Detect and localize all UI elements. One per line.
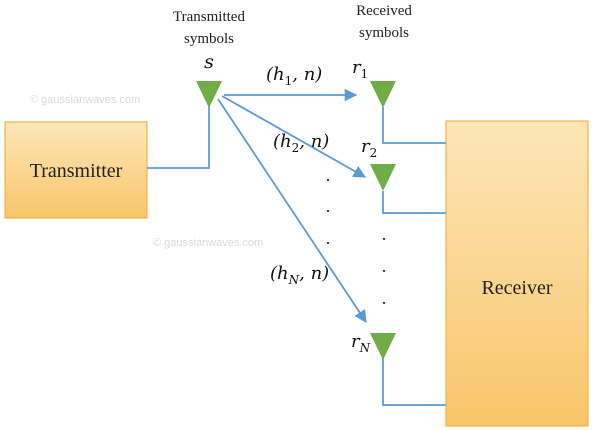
- receiver-block: Receiver: [445, 120, 589, 427]
- symbol-r1: r1: [352, 57, 368, 81]
- symbol-r2: r2: [361, 136, 377, 160]
- rx-antenna-1-icon: [370, 81, 396, 108]
- channel-label-h2: (h2, n): [273, 131, 329, 155]
- transmitter-feed-wire: [147, 106, 210, 169]
- watermark-text: © gaussianwaves.com: [30, 94, 140, 106]
- ellipsis-dot: .: [326, 228, 331, 248]
- tx-antenna-icon: [196, 81, 222, 108]
- symbol-rN: rN: [351, 331, 371, 355]
- channel-label-h1: (h1, n): [266, 64, 322, 88]
- h2-close: , n): [299, 131, 329, 152]
- rN-subscript: N: [359, 341, 371, 355]
- rx-antenna-2-icon: [370, 164, 396, 191]
- ellipsis-dot: .: [326, 165, 331, 185]
- hN-close: , n): [299, 263, 329, 284]
- received-symbols-line1: Received: [356, 3, 412, 19]
- rN-base: r: [351, 331, 361, 352]
- ellipsis-dot: .: [382, 256, 387, 276]
- r2-base: r: [361, 136, 371, 157]
- watermark-text: © gaussianwaves.com: [153, 237, 263, 249]
- h2-open: (h: [273, 131, 292, 152]
- transmitter-block: Transmitter: [4, 121, 148, 219]
- h1-close: , n): [292, 64, 322, 85]
- receiver-label: Receiver: [481, 277, 552, 299]
- channel-arrow-2: [221, 95, 367, 178]
- received-symbols-line2: symbols: [359, 25, 409, 41]
- hN-open: (h: [270, 263, 289, 284]
- h1-open: (h: [266, 64, 285, 85]
- hN-subscript: N: [288, 273, 300, 287]
- channel-arrow-n: [217, 98, 367, 324]
- r2-subscript: 2: [370, 146, 378, 160]
- transmitted-symbols-line2: symbols: [184, 31, 234, 47]
- r1-subscript: 1: [361, 67, 369, 81]
- ellipsis-dot: .: [382, 288, 387, 308]
- rx-antenna-n-icon: [370, 333, 396, 360]
- receiver-feed-wire-2: [382, 191, 446, 214]
- receiver-feed-wire-n: [382, 358, 446, 406]
- transmitted-symbols-line1: Transmitted: [173, 9, 245, 25]
- h2-subscript: 2: [292, 141, 300, 155]
- h1-subscript: 1: [285, 74, 293, 88]
- channel-label-hN: (hN, n): [270, 263, 329, 287]
- ellipsis-dot: .: [326, 196, 331, 216]
- symbol-s: s: [204, 51, 214, 73]
- transmitter-label: Transmitter: [30, 160, 123, 182]
- r1-base: r: [352, 57, 362, 78]
- ellipsis-dot: .: [382, 224, 387, 244]
- receiver-feed-wire-1: [382, 107, 446, 144]
